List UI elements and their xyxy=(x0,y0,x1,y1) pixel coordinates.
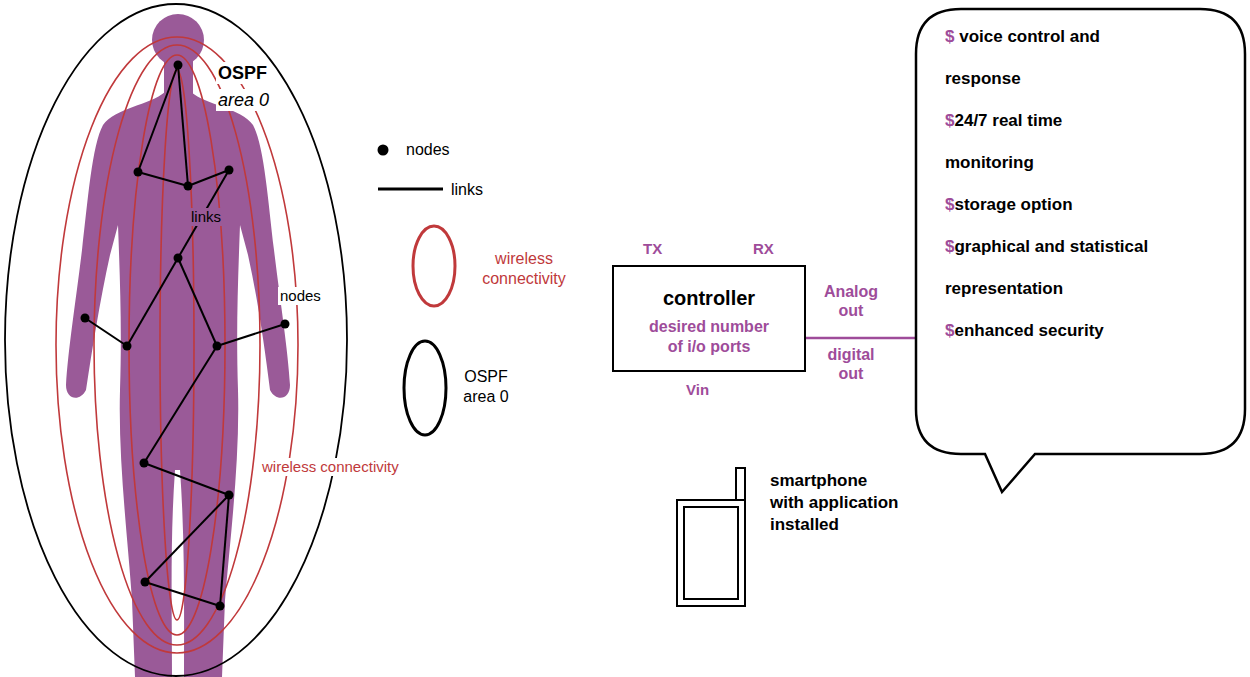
node-text: $enhanced security xyxy=(945,310,1150,352)
legend-text: OSPF area 0 xyxy=(455,367,517,407)
pin-label: TX xyxy=(641,240,664,258)
legend-sample xyxy=(404,341,446,435)
port-label: digital out xyxy=(816,345,886,383)
node-text: controller xyxy=(642,285,776,311)
legend-text: nodes xyxy=(406,140,450,160)
bubble-shape xyxy=(916,9,1245,492)
legend-sample xyxy=(378,189,443,190)
node-text: $ voice control and response xyxy=(945,16,1150,100)
smartphone: smartphone with application installed xyxy=(672,462,972,612)
legend-samples xyxy=(378,145,456,436)
network-links xyxy=(85,65,285,606)
legend-sample xyxy=(413,226,455,306)
pin-label: RX xyxy=(751,240,776,258)
legend-text: wireless connectivity xyxy=(472,249,576,289)
connector-line xyxy=(806,337,915,340)
node-text: $storage option xyxy=(945,184,1150,226)
network-nodes xyxy=(81,61,290,611)
node-text: smartphone with application installed xyxy=(770,470,902,536)
wireless-ellipses xyxy=(56,37,298,653)
ospf-area-ellipse xyxy=(5,4,347,676)
speech-bubble: $ voice control and response$24/7 real t… xyxy=(915,8,1246,455)
pin-label: Vin xyxy=(684,381,711,399)
area-number: area 0 xyxy=(216,89,271,111)
smartphone-icon xyxy=(677,468,745,606)
figure-label: nodes xyxy=(278,287,323,305)
figure-label: links xyxy=(189,208,223,226)
legend-sample xyxy=(378,145,389,156)
node-text: $graphical and statistical representatio… xyxy=(945,226,1150,310)
controller-box: controller desired number of i/o ports xyxy=(612,265,806,372)
area-name: OSPF xyxy=(216,62,269,84)
legend-text: links xyxy=(451,180,483,200)
node-text: desired number of i/o ports xyxy=(642,317,776,357)
figure-label: wireless connectivity xyxy=(260,458,401,476)
node-text: $24/7 real time monitoring xyxy=(945,100,1150,184)
port-label: Analog out xyxy=(816,282,886,320)
